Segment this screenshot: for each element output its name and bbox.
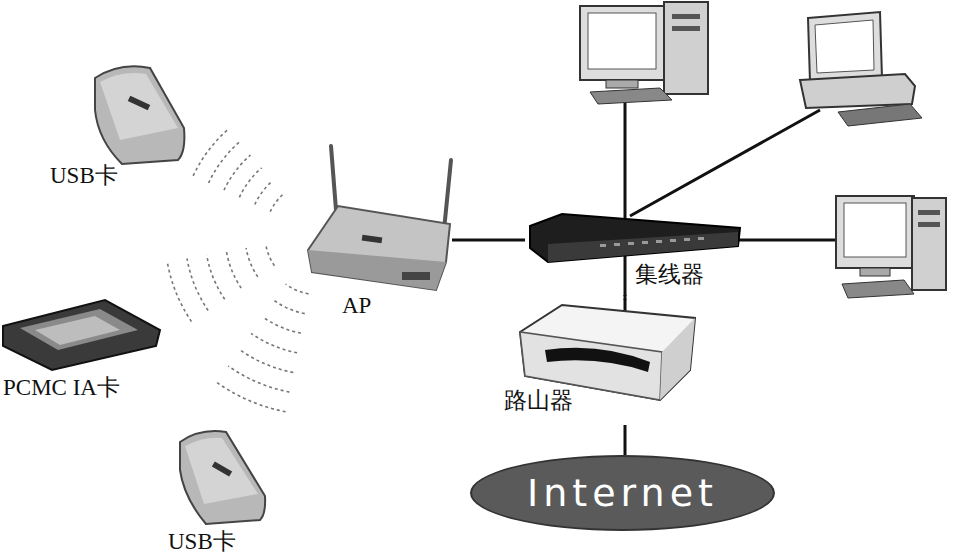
device-caption: PCMC IA卡 (3, 375, 120, 401)
router-icon (520, 305, 695, 400)
hub: 集线器 (525, 210, 750, 295)
usb-card: USB卡 (160, 425, 280, 558)
cloud-label: Internet (527, 471, 718, 515)
pc-icon (800, 12, 922, 126)
usb-card: USB卡 (45, 60, 190, 200)
pc-icon (836, 196, 946, 298)
network-cable (452, 239, 525, 242)
pc-icon (580, 2, 708, 104)
wireless-waves (167, 129, 308, 412)
device-caption: USB卡 (50, 163, 118, 189)
device-caption: AP (342, 293, 371, 319)
access-point-icon (308, 146, 451, 290)
network-cable (624, 425, 627, 455)
pcmcia-card: PCMC IA卡 (0, 295, 175, 415)
device-caption: 集线器 (635, 262, 704, 288)
device-caption: 路山器 (504, 388, 573, 414)
usb-card-icon (180, 431, 265, 524)
pcmcia-card-icon (3, 300, 160, 370)
network-cable (624, 295, 627, 300)
hub-icon (530, 214, 740, 262)
usb-card-icon (95, 66, 184, 164)
device-caption: USB卡 (168, 529, 236, 555)
pc-wires (625, 100, 836, 312)
router: 路山器 (500, 300, 700, 425)
internet-ellipse: Internet (470, 455, 775, 531)
access-point: AP (300, 135, 452, 325)
